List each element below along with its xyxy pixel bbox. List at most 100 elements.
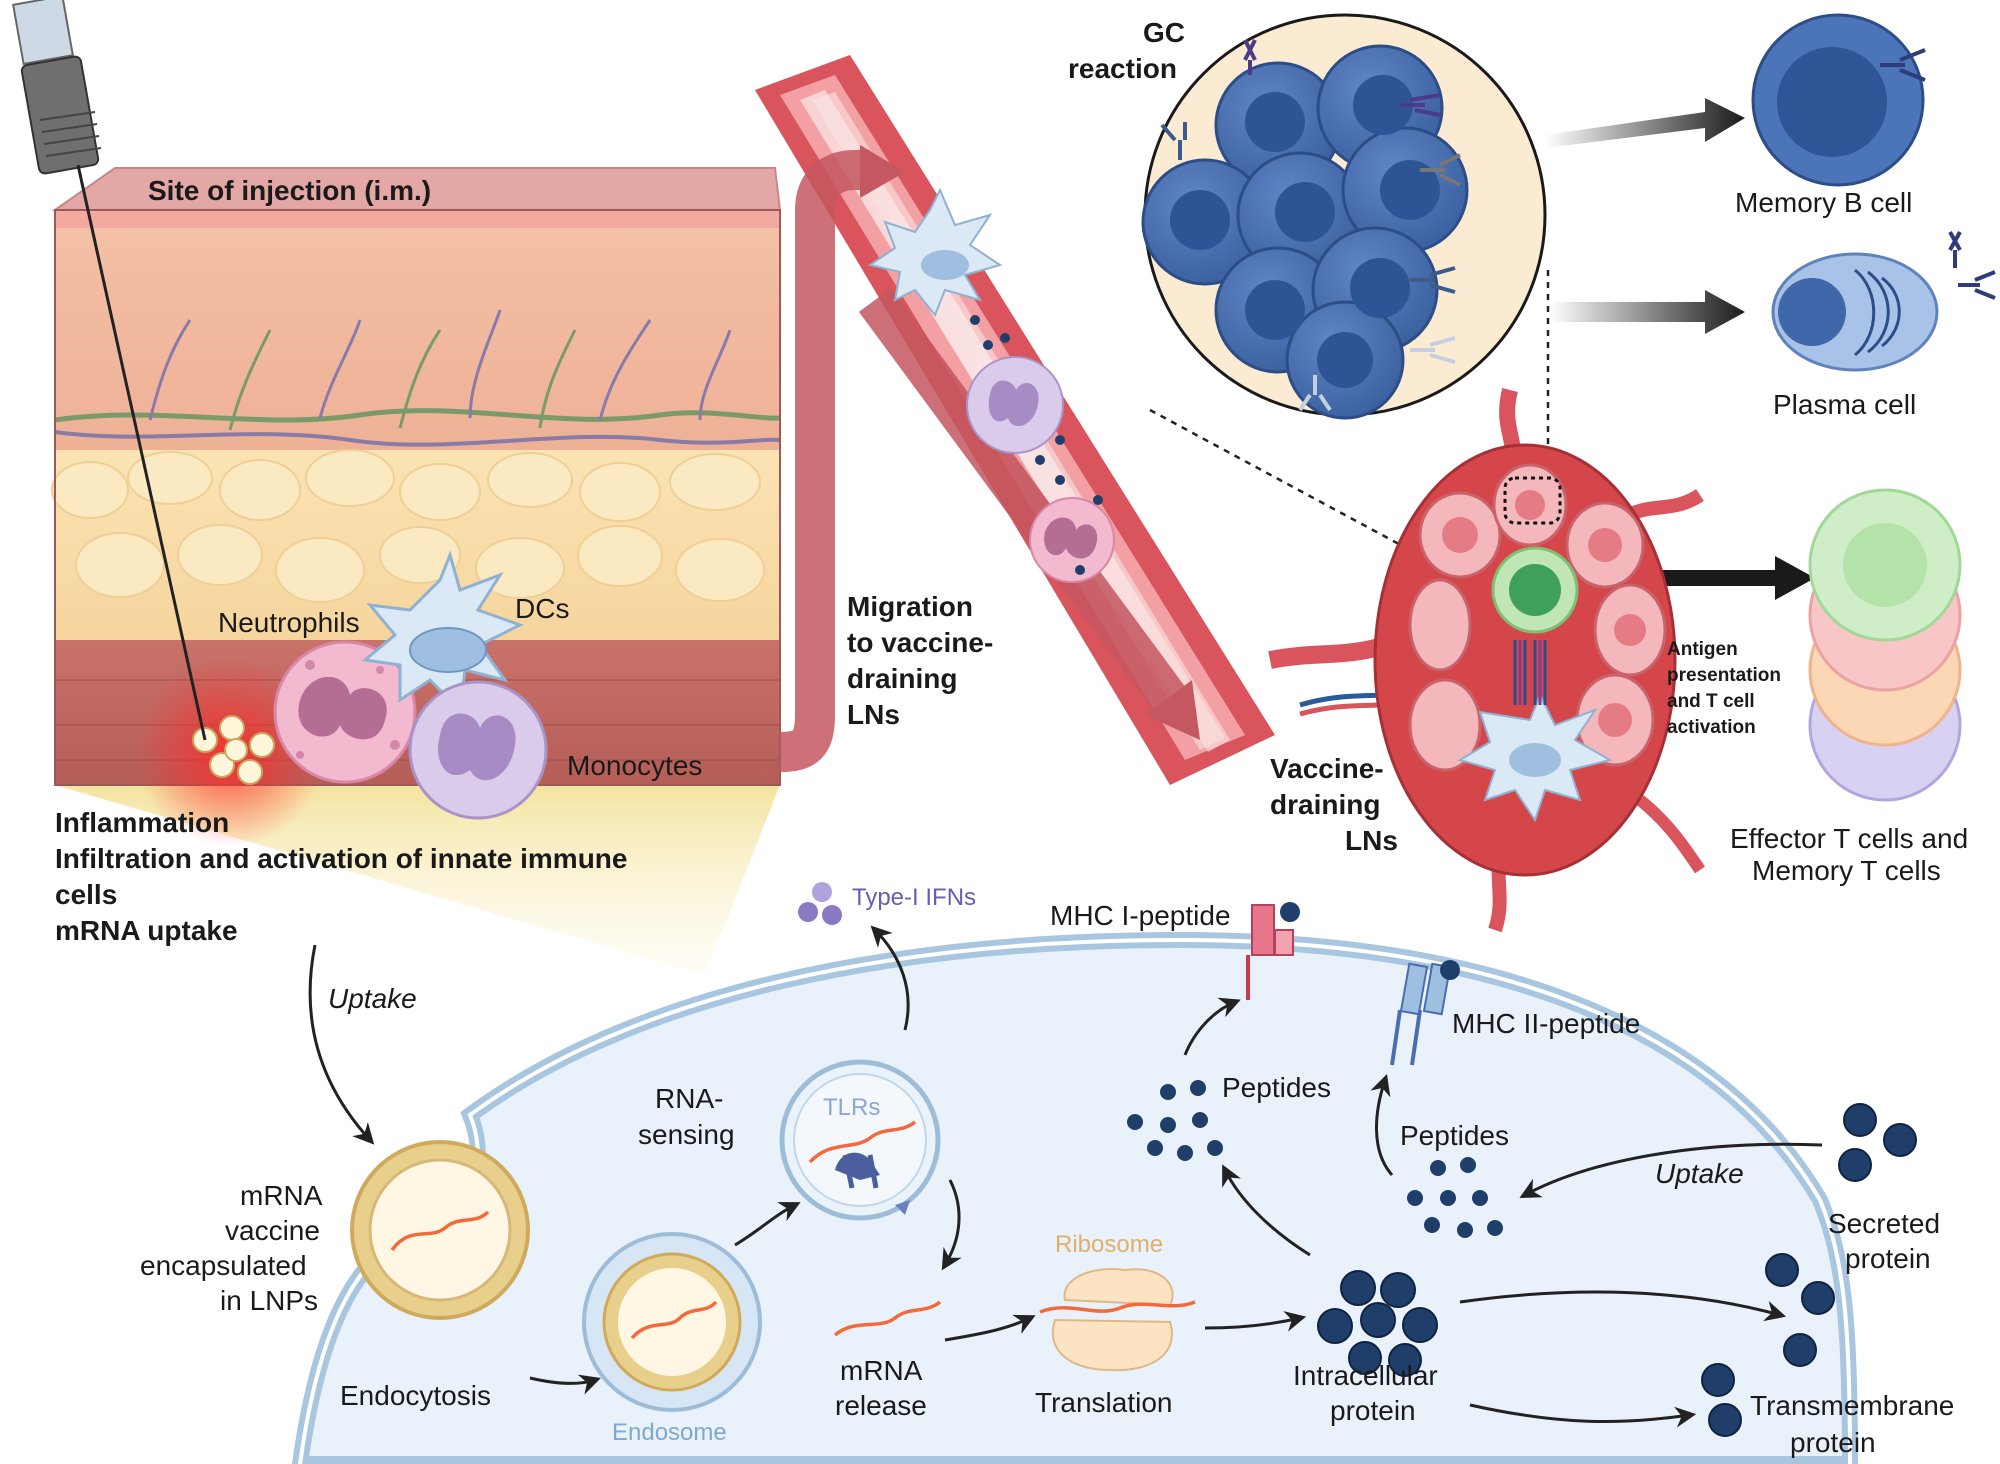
ln-label-line-2: draining xyxy=(1270,789,1380,820)
ribosome-to-protein-arrow xyxy=(1204,1311,1307,1332)
protein-to-transmembrane-arrow xyxy=(1469,1403,1697,1428)
ln-label-line-1: Vaccine- xyxy=(1270,753,1384,784)
uptake-left-label: Uptake xyxy=(328,983,417,1014)
peptides-to-mhc1-arrow xyxy=(1183,997,1241,1056)
migration-label: Migration to vaccine- draining LNs xyxy=(847,591,993,730)
protein-to-peptides-arrow xyxy=(1222,1164,1311,1257)
intracellular-protein-cluster xyxy=(1317,1270,1438,1377)
vessel-neutrophil xyxy=(1029,497,1115,583)
intracellular-protein-label: Intracellular protein xyxy=(1293,1360,1438,1426)
ap-line-2: presentation xyxy=(1667,665,1781,686)
effector-t-line-2: Memory T cells xyxy=(1752,855,1941,886)
endosome-to-tlr-arrow xyxy=(734,1202,801,1247)
vessel-monocyte xyxy=(966,356,1064,454)
ln-label-line-3: LNs xyxy=(1345,825,1398,856)
monocyte-cell xyxy=(408,680,548,820)
migration-line-1: Migration xyxy=(847,591,973,622)
lnp-label: mRNA vaccine encapsulated in LNPs xyxy=(140,1180,323,1316)
neutrophil-cell xyxy=(273,640,417,784)
translation-label: Translation xyxy=(1035,1387,1172,1418)
tlr-to-release-arrow xyxy=(941,1179,962,1271)
memory-b-cell xyxy=(1751,13,1926,187)
neutrophils-label: Neutrophils xyxy=(218,607,360,638)
peptides-left-dots xyxy=(1127,1080,1223,1161)
gc-reaction-circle xyxy=(1141,13,1547,420)
ribosome-label: Ribosome xyxy=(1055,1231,1163,1258)
ribosome xyxy=(1039,1268,1196,1372)
uptake-right-arrow xyxy=(1519,1142,1823,1198)
transmembrane-line-1: Transmembrane xyxy=(1750,1390,1954,1421)
peptides-left-label: Peptides xyxy=(1222,1072,1331,1103)
ifn-dots xyxy=(798,882,842,925)
migration-arrow xyxy=(779,145,1200,772)
peptides-to-mhc2-arrow xyxy=(1370,1074,1394,1176)
mhc1-label: MHC I-peptide xyxy=(1050,900,1231,931)
rna-sensing-line-1: RNA- xyxy=(655,1083,723,1114)
memory-b-label: Memory B cell xyxy=(1735,187,1912,218)
endosome xyxy=(582,1232,762,1412)
tlrs-label: TLRs xyxy=(823,1094,880,1121)
plasma-cell xyxy=(1771,231,1996,372)
note-cells: cells xyxy=(55,879,117,910)
mhc1-peptide xyxy=(1246,902,1300,1000)
type-i-ifns-label: Type-I IFNs xyxy=(852,884,976,911)
migration-line-3: draining xyxy=(847,663,957,694)
vessel-particles xyxy=(970,315,1103,575)
secreted-line-2: protein xyxy=(1845,1243,1931,1274)
mrna-release-line-2: release xyxy=(835,1390,927,1421)
tissue-notes: Inflammation Infiltration and activation… xyxy=(55,807,627,946)
ap-line-3: and T cell xyxy=(1667,691,1755,712)
migration-line-2: to vaccine- xyxy=(847,627,993,658)
dcs-label: DCs xyxy=(515,593,569,624)
lnp-line-4: in LNPs xyxy=(220,1285,318,1316)
mrna-release-label: mRNA release xyxy=(835,1355,927,1421)
uptake-right-label: Uptake xyxy=(1655,1158,1744,1189)
gc-title: GC reaction xyxy=(1068,17,1185,84)
transmembrane-protein-label: Transmembrane protein xyxy=(1750,1390,1954,1458)
vessel-dc xyxy=(867,187,1003,317)
endocytosis-arrow xyxy=(529,1374,601,1395)
mhc2-label: MHC II-peptide xyxy=(1452,1008,1640,1039)
plasma-label: Plasma cell xyxy=(1773,389,1916,420)
monocytes-label: Monocytes xyxy=(567,750,702,781)
tlr-to-ifn-arrow xyxy=(870,925,910,1031)
gc-title-line-1: GC xyxy=(1143,17,1185,48)
intracellular-line-2: protein xyxy=(1330,1395,1416,1426)
lnp-line-2: vaccine xyxy=(225,1215,320,1246)
note-inflammation: Inflammation xyxy=(55,807,229,838)
peptides-right-dots xyxy=(1407,1157,1503,1238)
rna-sensing-line-2: sensing xyxy=(638,1119,735,1150)
note-infiltration: Infiltration and activation of innate im… xyxy=(55,843,627,874)
migration-line-4: LNs xyxy=(847,699,900,730)
syringe xyxy=(12,0,207,741)
uptake-left-arrow xyxy=(308,944,375,1145)
mrna-release-line-1: mRNA xyxy=(840,1355,923,1386)
secreted-line-1: Secreted xyxy=(1828,1208,1940,1239)
site-of-injection-label: Site of injection (i.m.) xyxy=(148,175,431,206)
lnp-vesicle xyxy=(350,1140,530,1320)
peptides-right-label: Peptides xyxy=(1400,1120,1509,1151)
note-mrna-uptake: mRNA uptake xyxy=(55,915,238,946)
secreted-protein-cluster xyxy=(1838,1103,1917,1182)
lymph-node-label: Vaccine- draining LNs xyxy=(1270,753,1398,856)
rna-sensing-label: RNA- sensing xyxy=(638,1083,735,1150)
mhc2-peptide xyxy=(1390,960,1460,1066)
endosome-label: Endosome xyxy=(612,1419,727,1446)
antigen-presentation-label: Antigen presentation and T cell activati… xyxy=(1667,639,1781,738)
ap-line-1: Antigen xyxy=(1667,639,1738,660)
tlr-compartment xyxy=(779,1059,941,1221)
gc-title-line-2: reaction xyxy=(1068,53,1177,84)
secreted-protein-outside xyxy=(1765,1253,1835,1367)
release-to-ribosome-arrow xyxy=(944,1314,1036,1342)
gc-output-arrows xyxy=(1545,98,1815,600)
ap-line-4: activation xyxy=(1667,717,1756,738)
intracellular-line-1: Intracellular xyxy=(1293,1360,1438,1391)
lnp-line-3: encapsulated xyxy=(140,1250,307,1281)
protein-to-secreted-arrow xyxy=(1459,1290,1787,1322)
secreted-protein-label: Secreted protein xyxy=(1828,1208,1940,1274)
lnp-line-1: mRNA xyxy=(240,1180,323,1211)
transmembrane-protein-cluster xyxy=(1701,1363,1742,1437)
lymph-node xyxy=(1149,270,1705,933)
transmembrane-line-2: protein xyxy=(1790,1427,1876,1458)
